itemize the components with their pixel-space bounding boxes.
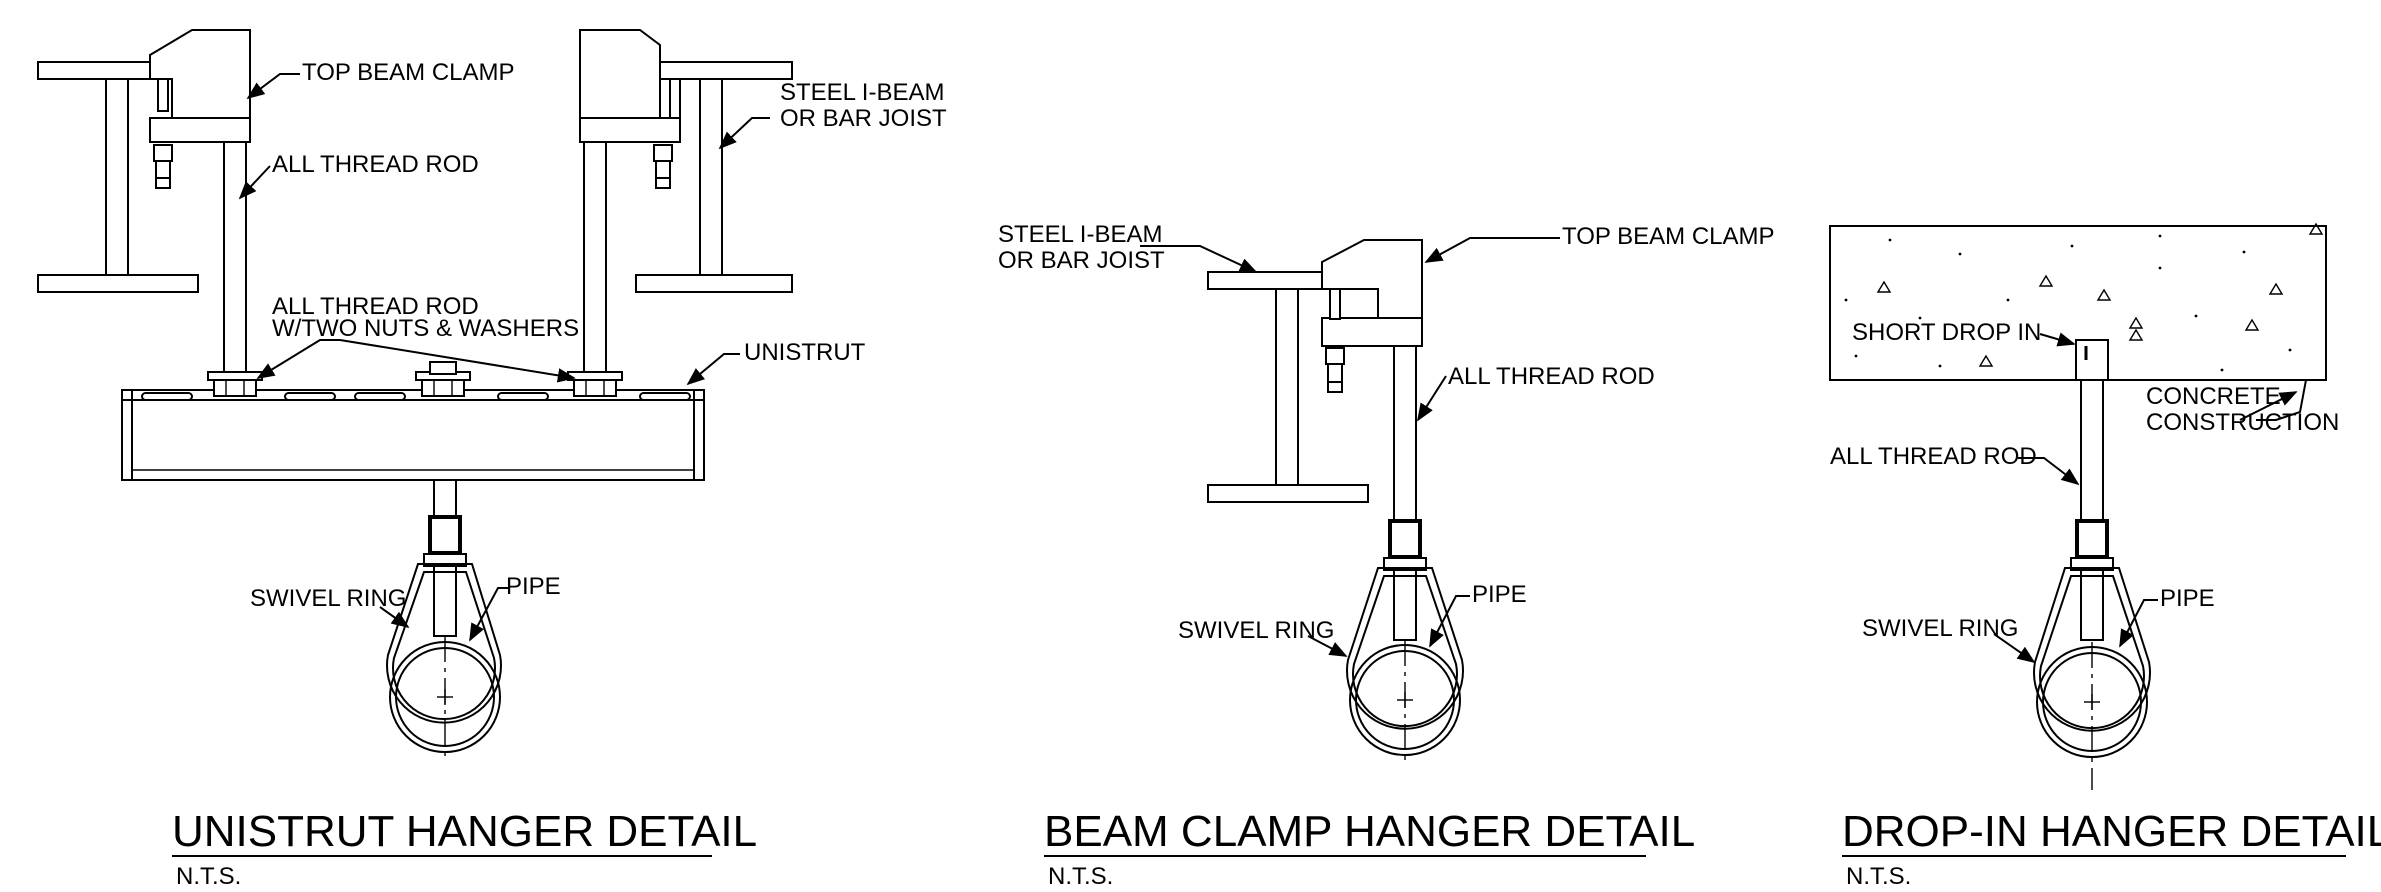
label-short-drop-in: SHORT DROP IN: [1852, 319, 2041, 346]
label-concrete-2: CONSTRUCTION: [2146, 409, 2339, 436]
beam-clamp-labels: STEEL I-BEAM OR BAR JOIST TOP BEAM CLAMP…: [998, 221, 1775, 644]
drop-in-leaders: [1993, 332, 2307, 664]
beam-clamp-leaders: [1140, 237, 1560, 657]
label-swivel-ring: SWIVEL RING: [250, 585, 406, 612]
label-steel-beam-2: OR BAR JOIST: [998, 247, 1165, 274]
unistrut-leaders: [238, 73, 770, 642]
scale-note: N.T.S.: [1846, 863, 1911, 890]
unistrut-hanger-detail: TOP BEAM CLAMP ALL THREAD ROD STEEL I-BE…: [37, 29, 947, 890]
concrete-slab: [1829, 222, 2327, 381]
pipe: [1349, 640, 1461, 760]
label-pipe: PIPE: [506, 573, 561, 600]
left-top-beam-clamp: [149, 29, 251, 189]
label-steel-beam-1: STEEL I-BEAM: [998, 221, 1162, 248]
left-all-thread-rod: [223, 141, 247, 378]
unistrut-labels: TOP BEAM CLAMP ALL THREAD ROD STEEL I-BE…: [250, 59, 947, 612]
label-all-thread-rod: ALL THREAD ROD: [272, 151, 479, 178]
beam-clamp-hanger-detail: STEEL I-BEAM OR BAR JOIST TOP BEAM CLAMP…: [998, 221, 1775, 890]
detail-title: DROP-IN HANGER DETAIL: [1842, 807, 2381, 856]
pipe: [389, 636, 501, 756]
label-top-beam-clamp: TOP BEAM CLAMP: [1562, 223, 1775, 250]
nuts-and-washers: [207, 361, 623, 397]
label-rod-nuts-1: ALL THREAD ROD: [272, 293, 479, 320]
scale-note: N.T.S.: [176, 863, 241, 890]
pipe: [2036, 642, 2148, 790]
drop-in-hanger-detail: SHORT DROP IN CONCRETE CONSTRUCTION ALL …: [1829, 222, 2381, 890]
label-pipe: PIPE: [2160, 585, 2215, 612]
label-all-thread-rod: ALL THREAD ROD: [1448, 363, 1655, 390]
detail-title: UNISTRUT HANGER DETAIL: [172, 807, 757, 856]
label-pipe: PIPE: [1472, 581, 1527, 608]
all-thread-rod: [2080, 379, 2104, 521]
i-beam: [1207, 271, 1369, 503]
short-drop-in-anchor: [2075, 339, 2109, 381]
right-all-thread-rod: [583, 141, 607, 378]
label-swivel-ring: SWIVEL RING: [1862, 615, 2018, 642]
label-swivel-ring: SWIVEL RING: [1178, 617, 1334, 644]
label-concrete-1: CONCRETE: [2146, 383, 2281, 410]
swivel-ring-assembly: [386, 515, 502, 724]
right-top-beam-clamp: [579, 29, 681, 189]
detail-title: BEAM CLAMP HANGER DETAIL: [1044, 807, 1695, 856]
label-unistrut: UNISTRUT: [744, 339, 866, 366]
unistrut-channel: [121, 389, 705, 481]
all-thread-rod: [1393, 345, 1417, 521]
drop-in-labels: SHORT DROP IN CONCRETE CONSTRUCTION ALL …: [1830, 319, 2339, 642]
label-all-thread-rod: ALL THREAD ROD: [1830, 443, 2037, 470]
label-steel-beam-1: STEEL I-BEAM: [780, 79, 944, 106]
lower-thread-rod: [433, 479, 457, 517]
top-beam-clamp: [1321, 239, 1423, 393]
label-rod-nuts-2: W/TWO NUTS & WASHERS: [272, 315, 579, 342]
label-steel-beam-2: OR BAR JOIST: [780, 105, 947, 132]
label-top-beam-clamp: TOP BEAM CLAMP: [302, 59, 515, 86]
scale-note: N.T.S.: [1048, 863, 1113, 890]
